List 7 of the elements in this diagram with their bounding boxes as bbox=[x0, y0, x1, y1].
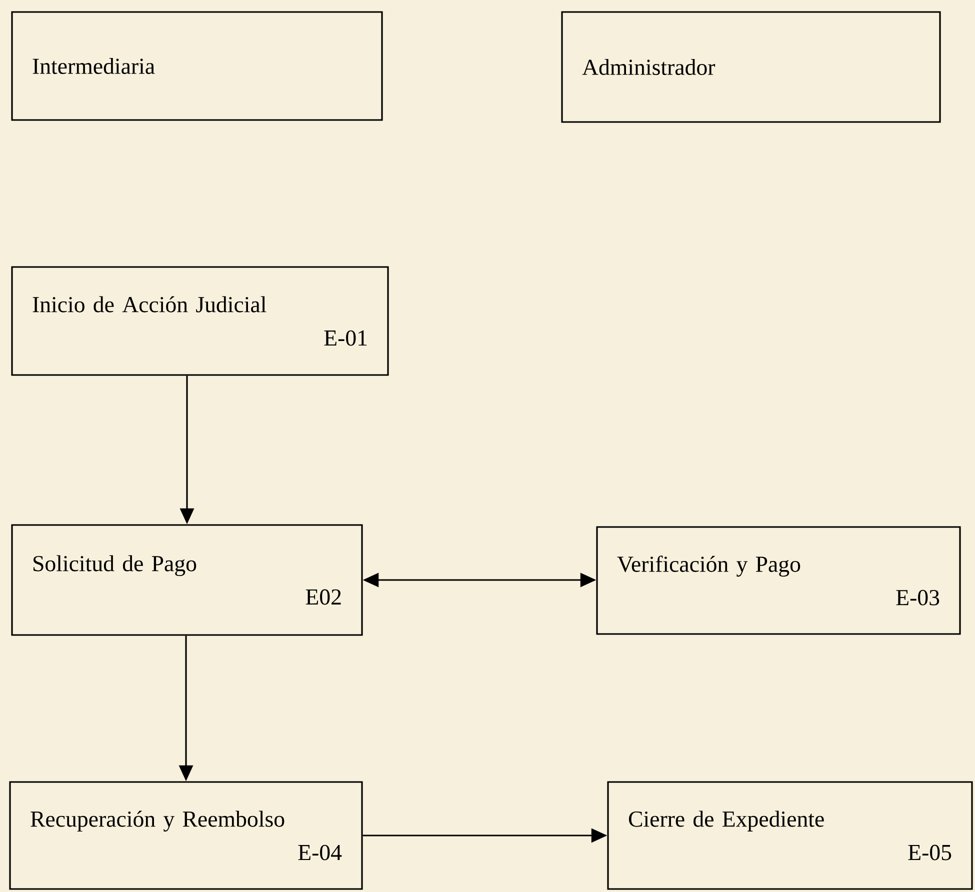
process-box: Verificación y Pago E-03 bbox=[596, 526, 961, 635]
process-box: Solicitud de Pago E02 bbox=[11, 524, 363, 636]
header-box: Administrador bbox=[561, 11, 941, 123]
process-box: Recuperación y Reembolso E-04 bbox=[9, 781, 363, 890]
process-box: Inicio de Acción Judicial E-01 bbox=[11, 266, 389, 376]
header-box: Intermediaria bbox=[11, 11, 383, 121]
process-box: Cierre de Expediente E-05 bbox=[607, 781, 973, 890]
